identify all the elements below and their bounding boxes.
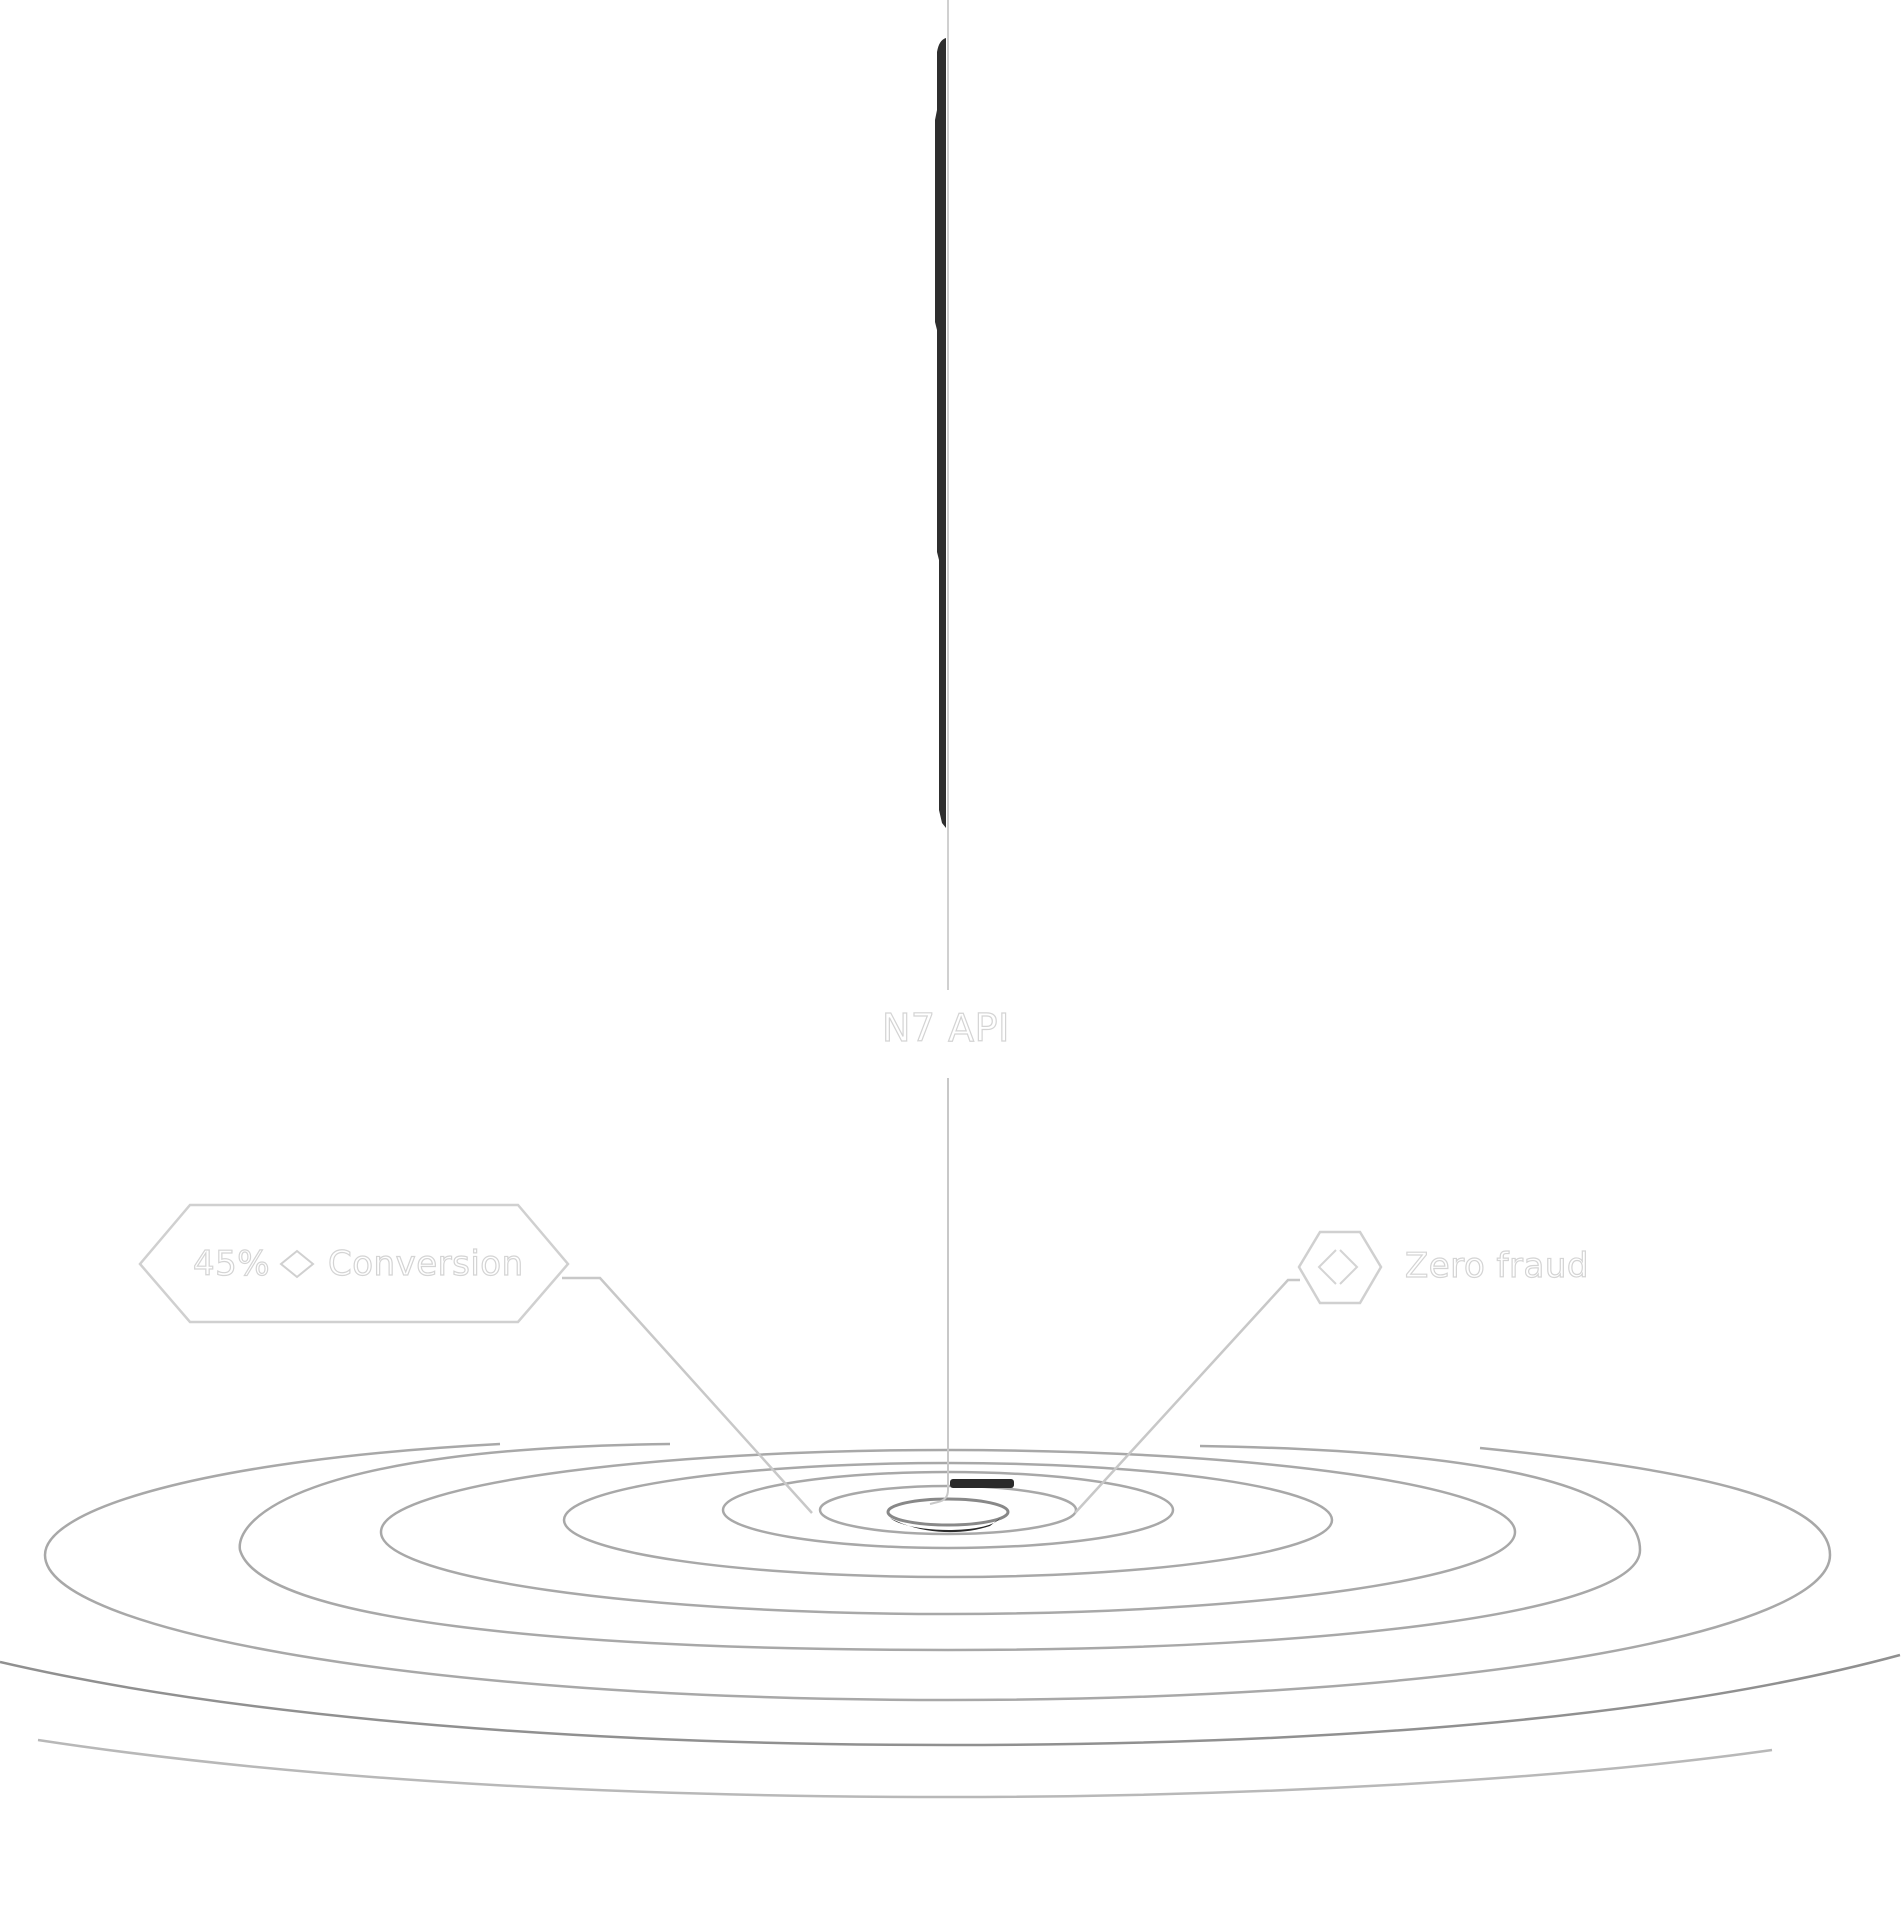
diamond-in-hexagon-icon <box>1317 1249 1359 1285</box>
ring-7 <box>43 1442 1832 1702</box>
fraud-connector-line <box>1074 1278 1300 1514</box>
api-to-center-line <box>929 1078 949 1505</box>
fraud-callout-badge <box>1297 1230 1383 1305</box>
conversion-callout-frame <box>138 1203 570 1324</box>
center-shadow <box>890 1479 1014 1533</box>
diamond-icon <box>279 1249 315 1279</box>
conversion-value: 45% <box>192 1243 271 1284</box>
api-node-label: N7 API <box>881 1005 1010 1050</box>
ring-8 <box>0 1653 1901 1747</box>
vertical-dark-bar <box>935 38 946 828</box>
conversion-label: Conversion <box>327 1243 524 1284</box>
ring-6 <box>238 1442 1642 1652</box>
ring-9 <box>37 1738 1773 1799</box>
ring-1 <box>886 1497 1010 1527</box>
concentric-rings <box>0 1442 1901 1799</box>
conversion-connector-line <box>562 1276 813 1514</box>
fraud-label: Zero fraud <box>1404 1245 1589 1286</box>
